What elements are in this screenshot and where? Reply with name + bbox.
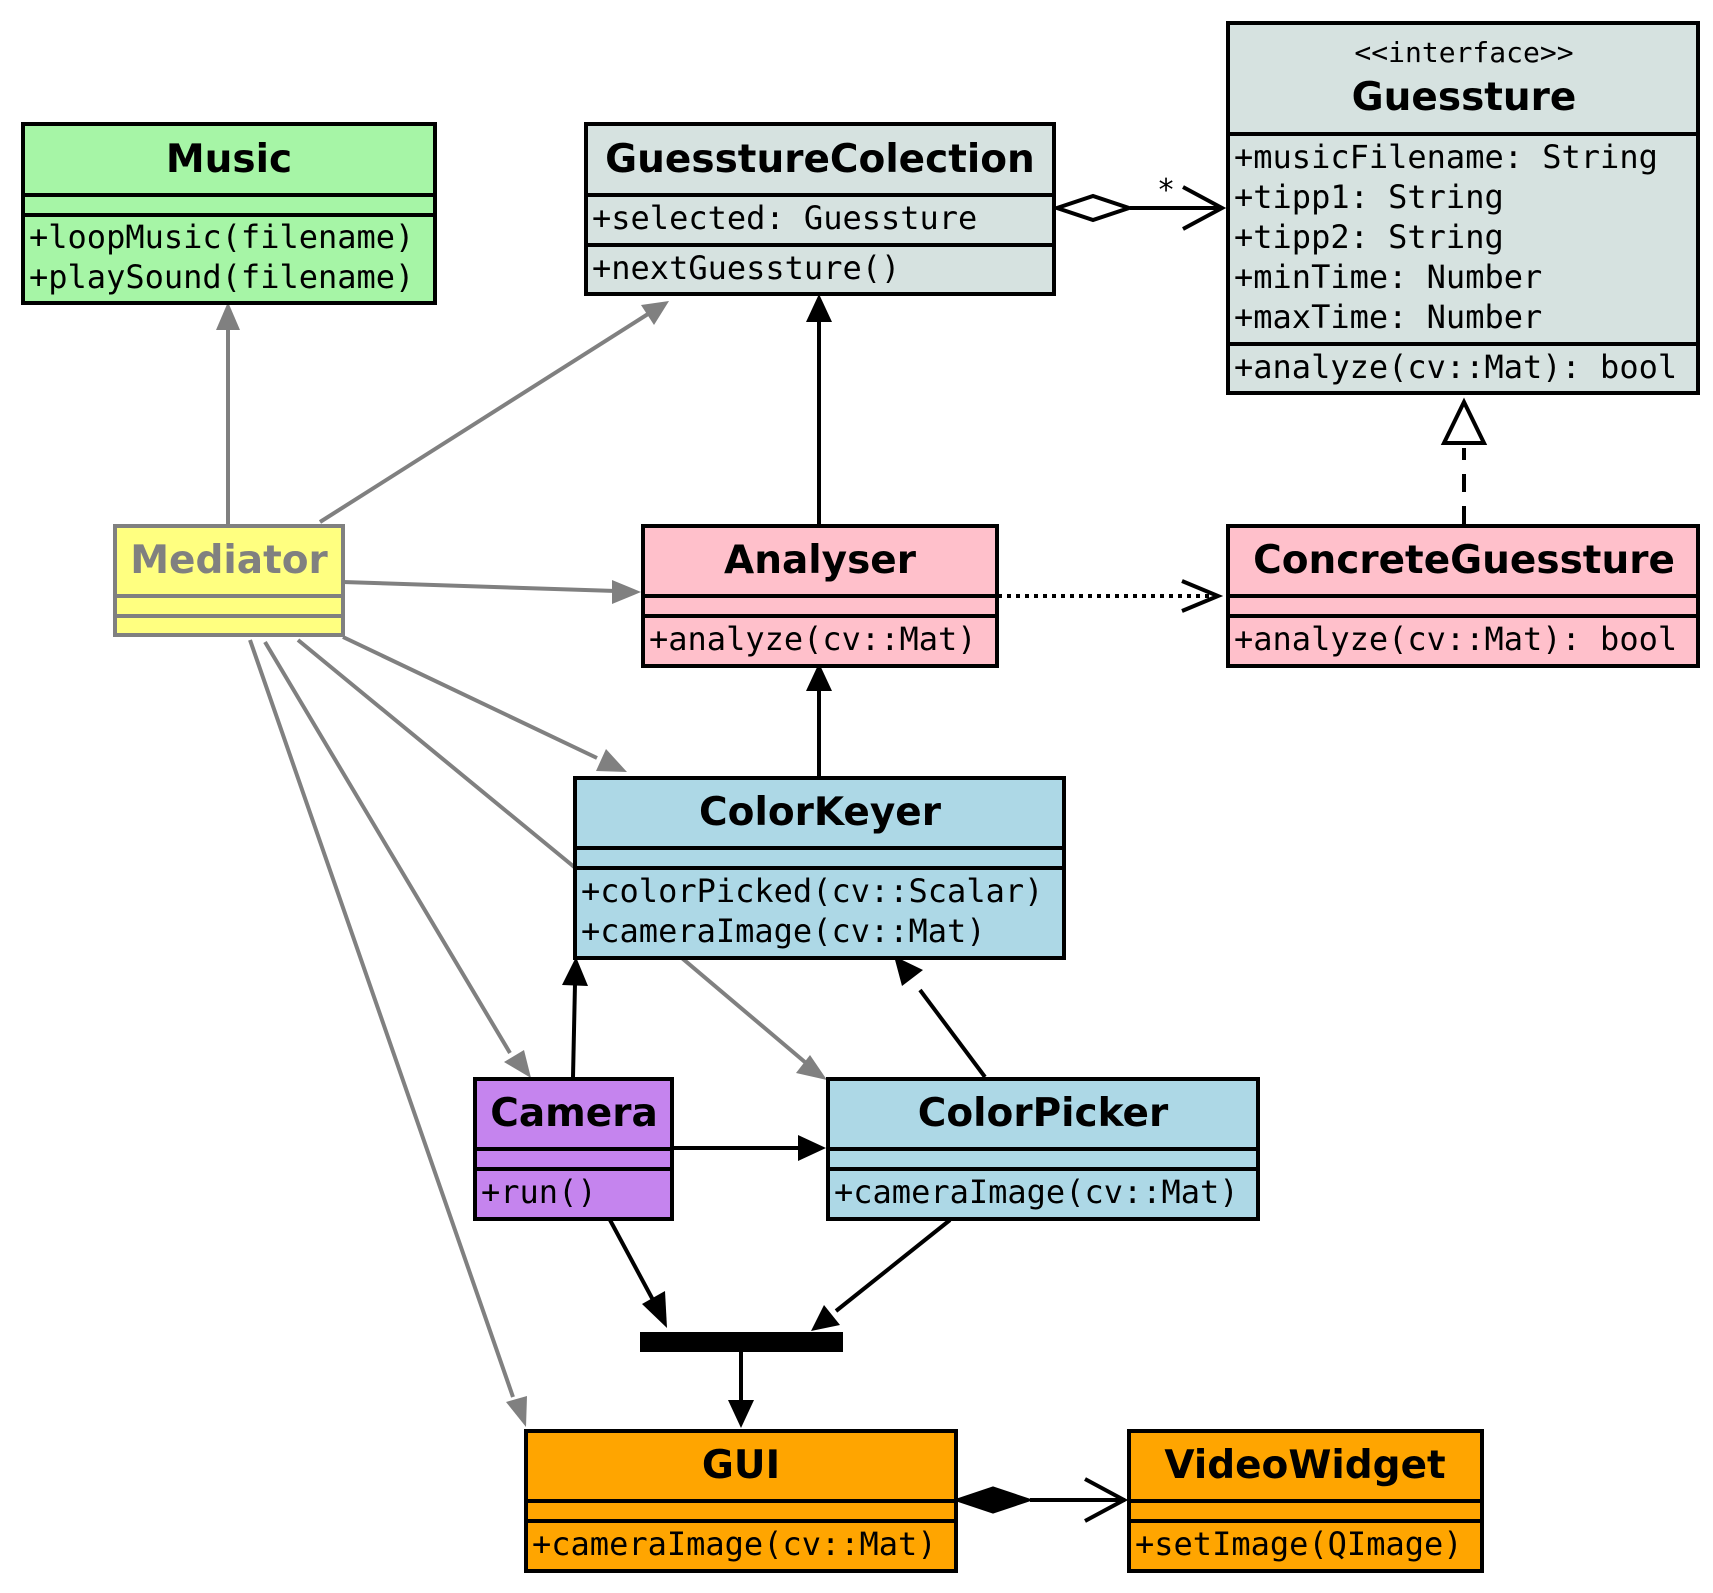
arrowhead-join-from-camera — [642, 1291, 667, 1328]
class-mediator[interactable]: Mediator — [113, 524, 345, 637]
arrowhead-colorKeyer-from-colorPicker — [894, 956, 923, 986]
arrowhead-guesstureColection — [641, 301, 669, 325]
multiplicity-label: * — [1157, 173, 1175, 208]
guessture-name: Guessture — [1352, 75, 1577, 120]
guessture-attribute-3: +tipp2: String — [1234, 218, 1504, 256]
colorPicker-colorKeyer-edge — [918, 988, 987, 1079]
class-camera[interactable]: Camera +run() — [473, 1077, 674, 1221]
class-gui[interactable]: GUI +cameraImage(cv::Mat) — [524, 1429, 958, 1573]
class-concreteGuessture[interactable]: ConcreteGuessture +analyze(cv::Mat): boo… — [1226, 524, 1700, 668]
arrowhead-analyser — [612, 580, 641, 604]
colorPicker-name: ColorPicker — [918, 1091, 1169, 1136]
guesstureColection-box — [584, 122, 1056, 296]
colorPicker-join-edge — [834, 1218, 952, 1313]
arrowhead-join-from-colorPicker — [811, 1305, 840, 1331]
guessture-attribute-4: +minTime: Number — [1234, 258, 1542, 296]
gui-method-1: +cameraImage(cv::Mat) — [532, 1525, 937, 1563]
arrowhead-gui — [506, 1396, 527, 1427]
class-guessture[interactable]: <<interface>> Guessture +musicFilename: … — [1226, 21, 1700, 395]
guesstureColection-method-1: +nextGuessture() — [592, 249, 900, 287]
composition-diamond — [952, 1486, 1034, 1514]
guessture-stereotype: <<interface>> — [1354, 36, 1573, 69]
videoWidget-name: VideoWidget — [1164, 1443, 1445, 1488]
colorPicker-method-1: +cameraImage(cv::Mat) — [834, 1173, 1239, 1211]
dependency-open-arrow — [1181, 579, 1224, 613]
class-guesstureColection[interactable]: GuesstureColection +selected: Guessture … — [584, 122, 1056, 296]
mediator-name: Mediator — [130, 538, 328, 583]
camera-colorKeyer-edge — [571, 983, 577, 1078]
camera-name: Camera — [490, 1091, 658, 1136]
arrowhead-guesstureColection-black — [806, 294, 832, 322]
videoWidget-method-1: +setImage(QImage) — [1135, 1525, 1463, 1563]
class-analyser[interactable]: Analyser +analyze(cv::Mat) — [641, 524, 999, 668]
gui-name: GUI — [702, 1443, 780, 1488]
aggregation-diamond — [1050, 193, 1136, 223]
mediator-camera-edge — [263, 640, 512, 1055]
arrowhead-music — [216, 302, 240, 330]
guessture-method-1: +analyze(cv::Mat): bool — [1234, 348, 1677, 386]
colorKeyer-name: ColorKeyer — [699, 790, 942, 835]
arrowhead-gui-black — [728, 1400, 754, 1428]
music-method-2: +playSound(filename) — [29, 258, 414, 296]
arrowhead-colorPicker — [796, 1055, 827, 1080]
join-bar — [640, 1332, 843, 1352]
guessture-attribute-2: +tipp1: String — [1234, 178, 1504, 216]
mediator-gui-edge — [248, 639, 515, 1398]
arrowhead-colorKeyer-from-camera — [562, 957, 588, 986]
colorKeyer-method-1: +colorPicked(cv::Scalar) — [581, 872, 1043, 910]
analyser-name: Analyser — [724, 538, 917, 583]
class-music[interactable]: Music +loopMusic(filename) +playSound(fi… — [21, 122, 437, 305]
music-name: Music — [166, 137, 292, 182]
guesstureColection-attribute-1: +selected: Guessture — [592, 199, 977, 237]
composition-open-arrow — [1084, 1477, 1129, 1523]
music-method-1: +loopMusic(filename) — [29, 218, 414, 256]
camera-join-edge — [608, 1219, 655, 1301]
guesstureColection-name: GuesstureColection — [605, 137, 1035, 182]
analyser-method-1: +analyze(cv::Mat) — [649, 620, 977, 658]
mediator-analyser-edge — [342, 580, 617, 593]
guessture-box — [1226, 21, 1700, 395]
concreteGuessture-method-1: +analyze(cv::Mat): bool — [1234, 620, 1677, 658]
arrowhead-camera — [504, 1050, 531, 1078]
concreteGuessture-name: ConcreteGuessture — [1253, 538, 1675, 583]
arrowhead-colorPicker-from-camera — [798, 1135, 826, 1161]
class-videoWidget[interactable]: VideoWidget +setImage(QImage) — [1127, 1429, 1484, 1573]
aggregation-open-arrow — [1182, 185, 1227, 231]
realization-triangle — [1440, 397, 1488, 445]
arrowhead-analyser-black — [806, 663, 832, 691]
guessture-attribute-5: +maxTime: Number — [1234, 298, 1542, 336]
colorKeyer-method-2: +cameraImage(cv::Mat) — [581, 912, 986, 950]
mediator-guesstureColection-edge — [318, 312, 650, 524]
class-colorKeyer[interactable]: ColorKeyer +colorPicked(cv::Scalar) +cam… — [573, 776, 1066, 960]
class-colorPicker[interactable]: ColorPicker +cameraImage(cv::Mat) — [826, 1077, 1260, 1221]
arrowhead-colorKeyer — [596, 749, 627, 772]
guessture-attribute-1: +musicFilename: String — [1234, 138, 1658, 176]
mediator-colorKeyer-edge — [342, 635, 598, 760]
camera-method-1: +run() — [481, 1173, 597, 1211]
